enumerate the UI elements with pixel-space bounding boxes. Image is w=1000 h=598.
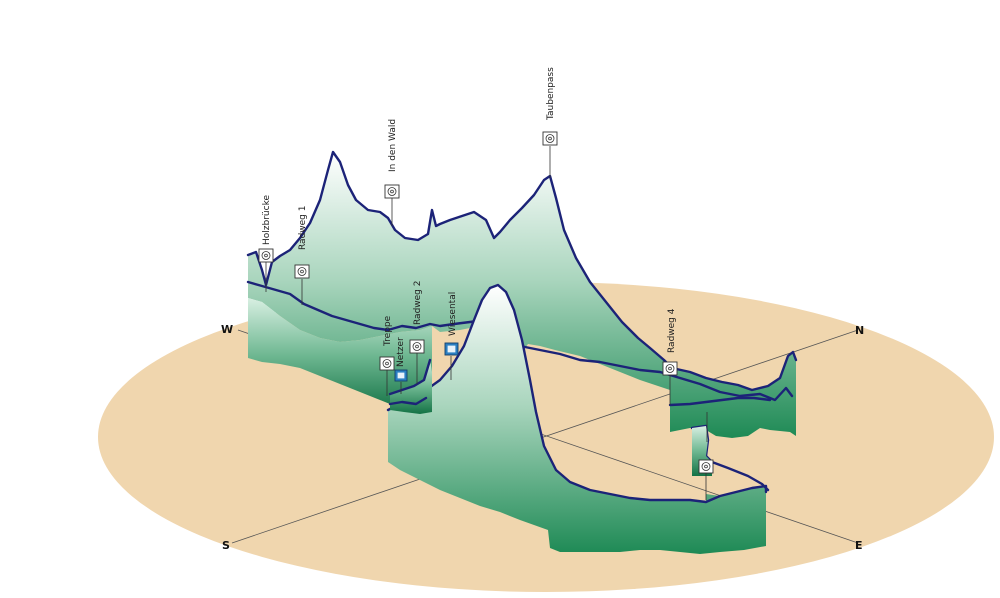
- wall-front-peak: [388, 285, 766, 554]
- waypoint-marker-icon[interactable]: [384, 184, 400, 199]
- compass-west-label: W: [221, 323, 233, 336]
- waypoint-marker-icon[interactable]: [542, 131, 558, 146]
- waypoint-netzer[interactable]: Netzer: [394, 337, 408, 394]
- waypoint-radweg2[interactable]: Radweg 2: [409, 281, 425, 384]
- waypoint-label-radweg1: Radweg 1: [298, 206, 308, 250]
- waypoint-label-radweg2: Radweg 2: [413, 281, 423, 325]
- south-north-axis: [231, 329, 859, 544]
- ridge-front: [386, 283, 768, 504]
- waypoint-taubenpass[interactable]: Taubenpass: [542, 67, 558, 178]
- waypoint-treppe[interactable]: Treppe: [379, 315, 395, 396]
- ridge-back-upper: [246, 150, 798, 392]
- waypoint-marker-east-2[interactable]: [698, 459, 714, 500]
- waypoint-label-wiesental: Wiesental: [448, 292, 458, 336]
- waypoint-label-treppe: Treppe: [383, 315, 393, 347]
- waypoint-label-holzbruecke: Holzbrücke: [262, 195, 272, 245]
- waypoint-marker-icon[interactable]: [294, 264, 310, 279]
- ridge-east-spur: [668, 396, 772, 407]
- wall-back-lower-band: [248, 298, 432, 412]
- waypoint-radweg1[interactable]: Radweg 1: [294, 206, 310, 305]
- waypoint-holzbruecke[interactable]: Holzbrücke: [258, 195, 274, 292]
- waypoint-radweg4[interactable]: Radweg 4: [662, 308, 678, 405]
- waypoint-label-in-den-wald: In den Wald: [388, 119, 398, 172]
- compass-north-label: N: [855, 324, 864, 337]
- waypoint-marker-icon[interactable]: [662, 361, 678, 376]
- waypoint-label-netzer: Netzer: [396, 337, 406, 367]
- profile-wall-detour: [388, 358, 432, 414]
- profile-wall-back: [246, 150, 798, 438]
- waypoint-label-radweg4: Radweg 4: [667, 308, 677, 353]
- compass-east-label: E: [855, 539, 863, 552]
- ridge-detour: [388, 358, 432, 406]
- waypoint-marker-icon[interactable]: [379, 356, 395, 371]
- ridge-back-lower: [246, 280, 488, 332]
- waypoint-marker-icon[interactable]: [258, 248, 274, 263]
- waypoint-marker-icon[interactable]: [409, 339, 425, 354]
- waypoint-wiesental[interactable]: Wiesental: [444, 292, 459, 380]
- waypoint-label-taubenpass: Taubenpass: [546, 67, 556, 121]
- wall-back-segment-1: [248, 152, 796, 438]
- waypoint-in-den-wald[interactable]: In den Wald: [384, 119, 400, 226]
- waypoint-marker-icon[interactable]: [698, 459, 714, 474]
- compass-south-label: S: [222, 539, 230, 552]
